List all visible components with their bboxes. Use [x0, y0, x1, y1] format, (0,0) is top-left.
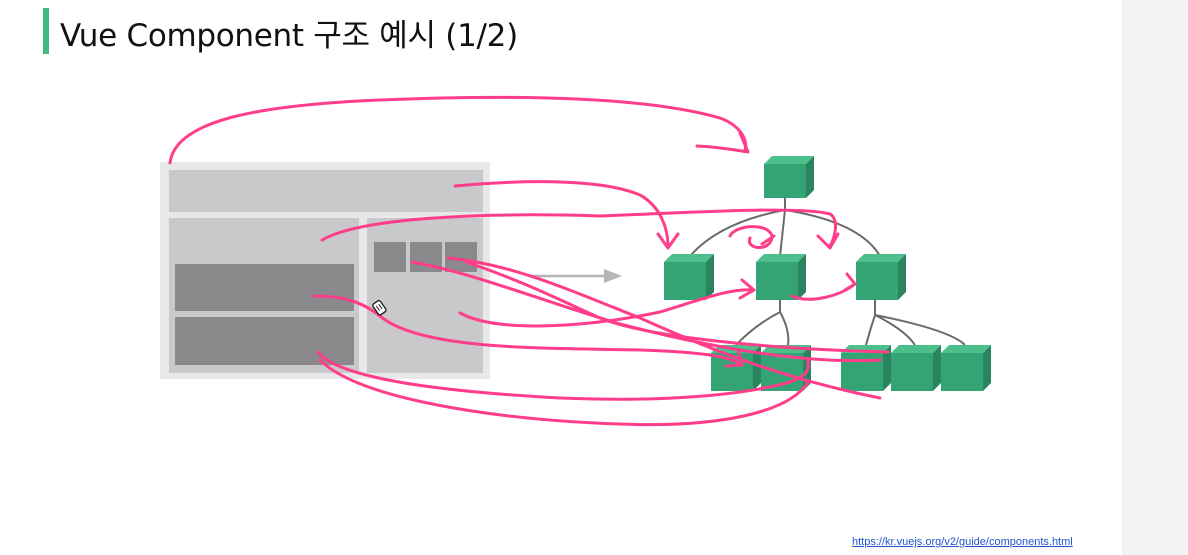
page-layout-wireframe [160, 162, 490, 379]
layout-sidebar-item-1 [374, 242, 406, 272]
annotation-sidebar-to-child2 [458, 278, 756, 328]
layout-sidebar [367, 218, 483, 373]
layout-header [169, 170, 483, 212]
right-margin-panel [1122, 0, 1188, 555]
source-link[interactable]: https://kr.vuejs.org/v2/guide/components… [852, 536, 1073, 548]
grandchild-component-4 [891, 345, 941, 391]
annotation-header-to-child1 [453, 180, 670, 248]
annotation-child2-to-child3 [790, 272, 857, 301]
slide-title: Vue Component 구조 예시 (1/2) [60, 18, 518, 54]
annotation-article2-long [318, 358, 810, 427]
right-arrow-icon [530, 269, 622, 283]
component-structure-diagram [160, 95, 991, 427]
annotation-article1-to-grandchild [312, 294, 744, 368]
title-accent-bar [43, 8, 49, 54]
layout-article-1 [175, 264, 354, 311]
layout-article-2 [175, 317, 354, 365]
root-component [764, 156, 814, 198]
annotation-loop-child2 [728, 225, 776, 249]
tree-connectors [689, 198, 966, 346]
annotation-main-to-tree [320, 208, 837, 248]
grandchild-component-1 [711, 345, 761, 391]
slide: Vue Component 구조 예시 (1/2) [43, 8, 1073, 548]
child-component-2 [756, 254, 806, 300]
component-tree [664, 156, 991, 391]
annotation-arrowhead-root [695, 131, 750, 154]
annotation-sidebar-item-to-tree-2 [446, 256, 882, 400]
annotation-arrowhead-tree [816, 232, 840, 250]
handwritten-annotations [168, 95, 890, 427]
child-component-3 [856, 254, 906, 300]
grandchild-component-5 [941, 345, 991, 391]
annotation-frame-to-root [168, 95, 748, 165]
annotation-sidebar-item-to-tree-3 [464, 260, 890, 354]
hand-cursor-icon [372, 299, 387, 316]
child-component-1 [664, 254, 714, 300]
annotation-arrowhead-child1 [656, 232, 680, 250]
annotation-article2-to-grandchild [316, 350, 810, 401]
